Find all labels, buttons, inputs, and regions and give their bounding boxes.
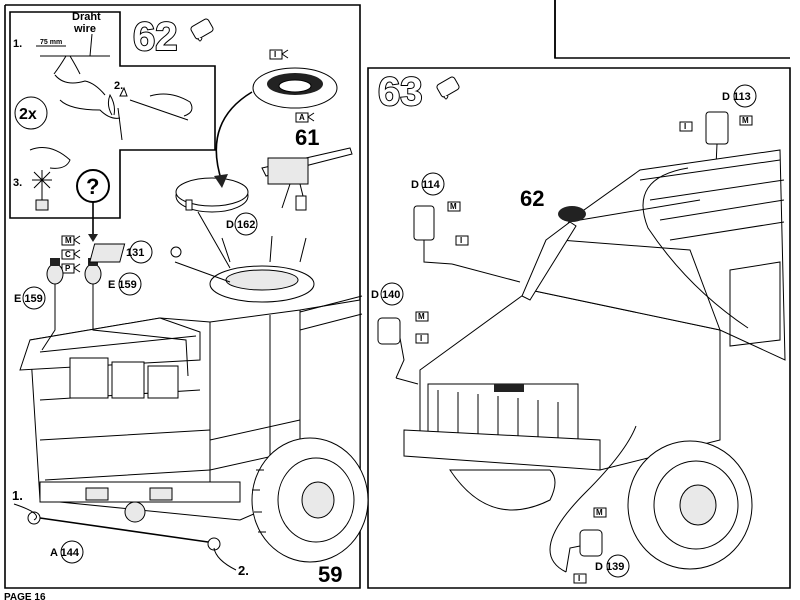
- assembly-ref-61: 61: [295, 125, 319, 150]
- glue-tube-icon: [190, 18, 214, 42]
- lamp-bulb-left: [46, 258, 64, 285]
- part-callout-d114: D 114 M I: [411, 172, 469, 265]
- wire-length: 75 mm: [40, 39, 62, 46]
- part-callout-e159-left: E 159: [14, 286, 46, 310]
- marker-1-line: [13, 503, 37, 521]
- marker-1: 1.: [12, 488, 23, 503]
- substep-1: 1.: [13, 38, 22, 50]
- part-callout-d140: D 140 M I: [371, 282, 429, 379]
- paint-code-c: C: [65, 250, 71, 259]
- multiplier-badge: [14, 96, 48, 130]
- svg-text:D 140: D 140: [371, 289, 400, 301]
- wire-label-en: wire: [73, 23, 96, 35]
- svg-text:I: I: [420, 334, 422, 343]
- marker-2: 2.: [238, 563, 249, 578]
- ring-mount-part: [252, 67, 338, 109]
- front-wheel-63: [627, 440, 753, 570]
- svg-text:I: I: [578, 574, 580, 583]
- leader-line-right-bulb: [92, 284, 189, 377]
- question-mark: ?: [86, 174, 99, 199]
- multiplier-text: 2x: [19, 106, 37, 123]
- svg-text:E 159: E 159: [108, 279, 137, 291]
- svg-text:D 162: D 162: [226, 219, 255, 231]
- question-balloon: ?: [76, 169, 110, 242]
- leader-line-d113: [642, 167, 749, 329]
- marker-2-line: [213, 547, 237, 571]
- svg-text:M: M: [596, 508, 603, 517]
- step-63-panel: 63 D 113 M I D 114 M I: [371, 69, 786, 584]
- leader-line-hatch: [197, 211, 231, 269]
- paint-code-p: P: [65, 264, 71, 273]
- svg-text:M: M: [450, 202, 457, 211]
- leader-line-d140: [395, 377, 419, 385]
- paint-code-group-1: M C P: [61, 235, 81, 274]
- svg-text:M: M: [418, 312, 425, 321]
- leader-line-left-bulb: [41, 284, 56, 351]
- snorkel-part: [521, 206, 586, 301]
- hatch-cover-part: [175, 177, 249, 213]
- front-bumper-62: [39, 481, 241, 523]
- part-callout-d131: D 131: [89, 240, 182, 264]
- page-frames: [4, 0, 791, 589]
- part-callout-d162: D 162: [226, 212, 258, 236]
- part-callout-d139: D 139 M I: [565, 507, 630, 584]
- svg-text:D 114: D 114: [411, 179, 441, 191]
- svg-text:A 144: A 144: [50, 547, 80, 559]
- paint-code-i: I: [274, 50, 276, 59]
- svg-text:M: M: [742, 116, 749, 125]
- leader-line-d114: [451, 263, 521, 283]
- rear-wheel-63: [449, 469, 556, 511]
- step-62-number: 62: [133, 15, 178, 59]
- assembly-ref-62: 62: [520, 186, 544, 211]
- svg-text:E 159: E 159: [14, 293, 43, 305]
- glue-tube-icon-63: [436, 76, 460, 100]
- placement-arrow-ring: [214, 91, 253, 188]
- machine-gun-part: [261, 147, 353, 211]
- wire-label-de: Draht: [72, 11, 101, 23]
- part-callout-a144: A 144: [50, 540, 84, 564]
- turret-ring: [209, 235, 315, 303]
- svg-text:D 139: D 139: [595, 561, 624, 573]
- leader-line-d131: [174, 261, 231, 283]
- substep-2: 2.: [114, 80, 123, 92]
- substep-3: 3.: [13, 177, 22, 189]
- paint-code-a: A: [299, 113, 305, 122]
- svg-text:D 113: D 113: [722, 91, 751, 103]
- front-wheel-62: [251, 437, 369, 563]
- step-63-number: 63: [378, 70, 423, 114]
- page-footer: PAGE 16: [4, 592, 46, 600]
- vehicle-body-63: [403, 149, 786, 471]
- wire-instruction-inset: Draht wire 1. 75 mm 2x 2. 3.: [9, 11, 216, 219]
- assembly-ref-59: 59: [318, 562, 342, 587]
- leader-line-d139: [549, 425, 637, 573]
- tow-bar-part: [27, 511, 221, 551]
- step-62-panel: 62 Draht wire 1. 75 mm 2x 2. 3.: [9, 11, 369, 587]
- svg-text:I: I: [460, 236, 462, 245]
- part-callout-e159-right: E 159: [108, 272, 142, 296]
- svg-text:I: I: [684, 122, 686, 131]
- paint-code-m: M: [65, 236, 72, 245]
- paint-code-group-2: I A: [269, 49, 315, 123]
